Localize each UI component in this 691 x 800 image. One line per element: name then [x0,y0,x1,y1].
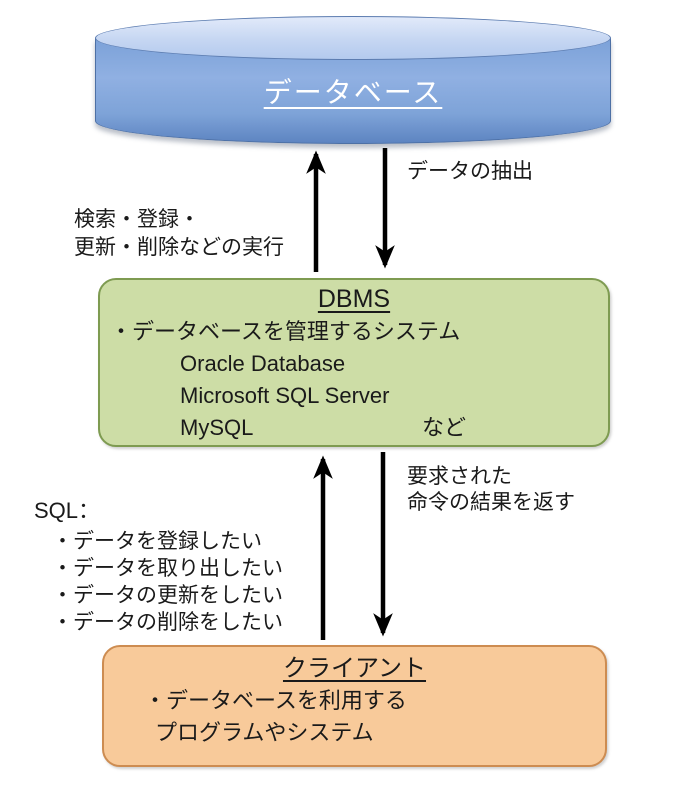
client-title: クライアント [282,655,427,682]
dbms-example-mysql-label: MySQL [180,415,254,440]
sql-item-register: ・データを登録したい [52,530,262,553]
dbms-example-sqlserver: Microsoft SQL Server [180,383,390,408]
sql-item-update: ・データの更新をしたい [52,584,283,607]
dbms-description: ・データベースを管理するシステム [110,319,461,344]
database-title: データベース [263,77,443,108]
sql-items: ・データを登録したい ・データを取り出したい ・データの更新をしたい ・データの… [52,528,283,636]
dbms-title: DBMS [317,285,391,313]
database-cylinder: データベース [95,16,611,144]
label-return-result-line2: 命令の結果を返す [407,491,575,514]
database-cylinder-top-ellipse [95,16,611,60]
label-exec-line1: 検索・登録・ [74,208,200,231]
sql-request-block: SQL： ・データを登録したい ・データを取り出したい ・データの更新をしたい … [34,497,283,636]
dbms-example-oracle: Oracle Database [180,351,346,376]
sql-item-retrieve: ・データを取り出したい [52,557,283,580]
dbms-etc-label: など [422,415,467,440]
client-box: クライアント ・データベースを利用する プログラムやシステム [102,645,607,767]
sql-item-delete: ・データの削除をしたい [52,611,283,634]
label-return-result: 要求された 命令の結果を返す [407,464,575,516]
client-description-line1: ・データベースを利用する [144,688,407,713]
label-exec-line2: 更新・削除などの実行 [74,236,284,259]
dbms-example-mysql: MySQL など [100,412,608,444]
dbms-box: DBMS ・データベースを管理するシステム Oracle Database Mi… [98,278,610,447]
client-description-line2: プログラムやシステム [155,720,374,745]
sql-title: SQL： [34,498,101,523]
label-data-extract: データの抽出 [407,160,533,183]
label-exec-operations: 検索・登録・ 更新・削除などの実行 [74,206,284,262]
label-return-result-line1: 要求された [407,465,512,488]
